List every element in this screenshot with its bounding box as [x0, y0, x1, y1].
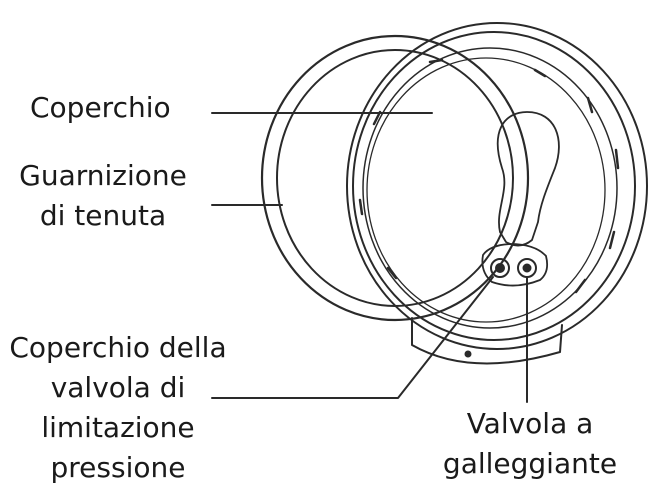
label-valvola-galleggiante-line-1: Valvola a [466, 407, 594, 440]
lid-inner-keyhole [496, 111, 560, 247]
lid-rim-groove-inner [366, 57, 606, 323]
lid-rim-groove [362, 47, 618, 329]
label-guarnizione-line-1: Guarnizione [19, 159, 187, 192]
label-valvola-limitazione-line-4: pressione [50, 451, 186, 484]
label-valvola-galleggiante: Valvola a galleggiante [420, 404, 640, 484]
label-coperchio: Coperchio [30, 91, 171, 124]
label-valvola-limitazione-line-3: limitazione [41, 411, 195, 444]
leader-valvola-limitazione [211, 276, 494, 399]
pressure-limiting-valve-cap [490, 258, 510, 278]
label-valvola-limitazione: Coperchio della valvola di limitazione p… [2, 328, 234, 488]
sealing-ring-outer [260, 34, 530, 322]
label-valvola-limitazione-line-1: Coperchio della [9, 331, 227, 364]
sealing-ring-inner [276, 49, 514, 307]
label-valvola-galleggiante-line-2: galleggiante [442, 447, 618, 480]
lid-base-collar [411, 317, 563, 365]
label-valvola-limitazione-line-2: valvola di [50, 371, 186, 404]
lid-outer-rim-inner-edge [352, 31, 636, 341]
label-guarnizione-line-2: di tenuta [39, 199, 167, 232]
label-guarnizione: Guarnizione di tenuta [8, 156, 198, 236]
rim-lugs [358, 58, 620, 294]
lid-outer-rim [346, 22, 648, 350]
lid-base-dot [464, 350, 472, 358]
